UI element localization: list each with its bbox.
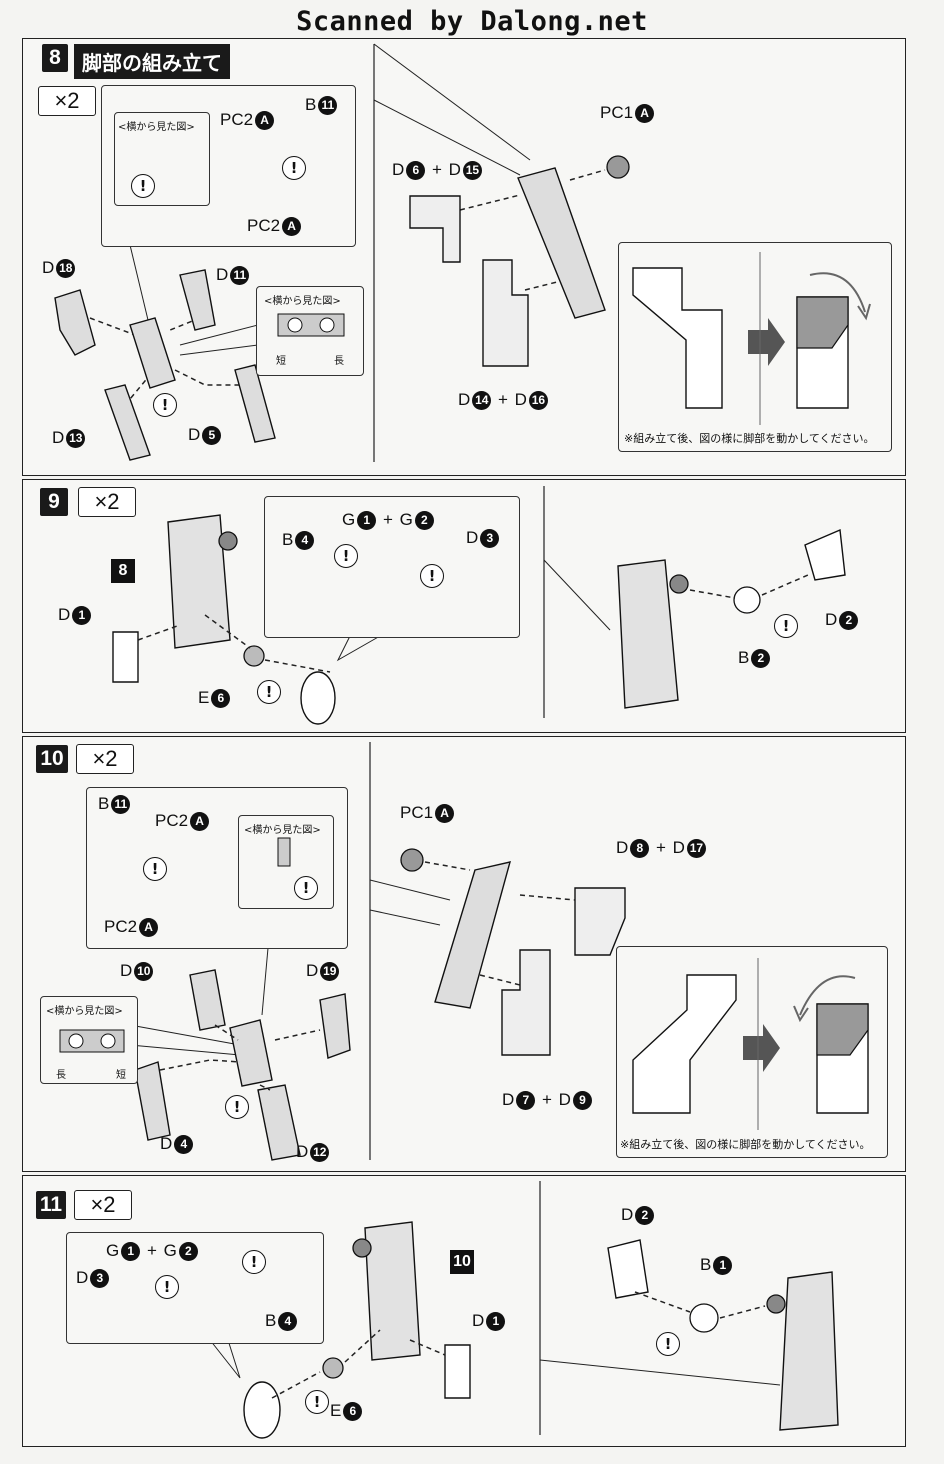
step-8-number: 8 bbox=[42, 44, 68, 72]
step-10-sideview-label: <横から見た図> bbox=[244, 825, 321, 836]
step-10-warn-2: ! bbox=[143, 857, 167, 881]
step-8-title: 脚部の組み立て bbox=[74, 44, 230, 79]
step-9-detail-box bbox=[264, 496, 520, 638]
step-10-motion-box bbox=[616, 946, 888, 1158]
step-10-number: 10 bbox=[36, 745, 68, 773]
step-8-sideview-label: <横から見た図> bbox=[118, 122, 195, 133]
step-8-long: 長 bbox=[334, 356, 344, 367]
scan-credit: Scanned by Dalong.net bbox=[296, 6, 648, 37]
step-9-number: 9 bbox=[40, 488, 68, 516]
step-11-times: ×2 bbox=[74, 1190, 132, 1220]
step-8-motion-box bbox=[618, 242, 892, 452]
step-9-warn-2: ! bbox=[420, 564, 444, 588]
step-8-joint-icon bbox=[277, 313, 345, 337]
step-11-warn-1: ! bbox=[155, 1275, 179, 1299]
step-8-sideview-label-2: <横から見た図> bbox=[264, 296, 341, 307]
step-8-short: 短 bbox=[276, 356, 286, 367]
step-8-note: ※組み立て後、図の様に脚部を動かしてください。 bbox=[624, 432, 875, 445]
step-10-note: ※組み立て後、図の様に脚部を動かしてください。 bbox=[620, 1138, 871, 1151]
step-10-warn-1: ! bbox=[294, 876, 318, 900]
step-8-warn-3: ! bbox=[153, 393, 177, 417]
step-10-joint-icon bbox=[59, 1029, 125, 1053]
step-11-warn-3: ! bbox=[305, 1390, 329, 1414]
step-11-ref: 10 bbox=[450, 1250, 474, 1274]
step-10-long: 長 bbox=[56, 1070, 66, 1081]
step-9-warn-1: ! bbox=[334, 544, 358, 568]
step-11-number: 11 bbox=[36, 1191, 66, 1219]
step-8-sideview-box bbox=[114, 112, 210, 206]
step-9-ref: 8 bbox=[111, 559, 135, 583]
step-9-warn-4: ! bbox=[774, 614, 798, 638]
step-11-warn-4: ! bbox=[656, 1332, 680, 1356]
step-10-sideview-part bbox=[277, 837, 291, 867]
step-10-times: ×2 bbox=[76, 744, 134, 774]
step-11-warn-2: ! bbox=[242, 1250, 266, 1274]
step-8-warn-1: ! bbox=[131, 174, 155, 198]
step-10-short: 短 bbox=[116, 1070, 126, 1081]
step-10-warn-3: ! bbox=[225, 1095, 249, 1119]
step-9-warn-3: ! bbox=[257, 680, 281, 704]
step-10-sideview-label-2: <横から見た図> bbox=[46, 1006, 123, 1017]
step-8-warn-2: ! bbox=[282, 156, 306, 180]
step-9-times: ×2 bbox=[78, 487, 136, 517]
step-8-times: ×2 bbox=[38, 86, 96, 116]
